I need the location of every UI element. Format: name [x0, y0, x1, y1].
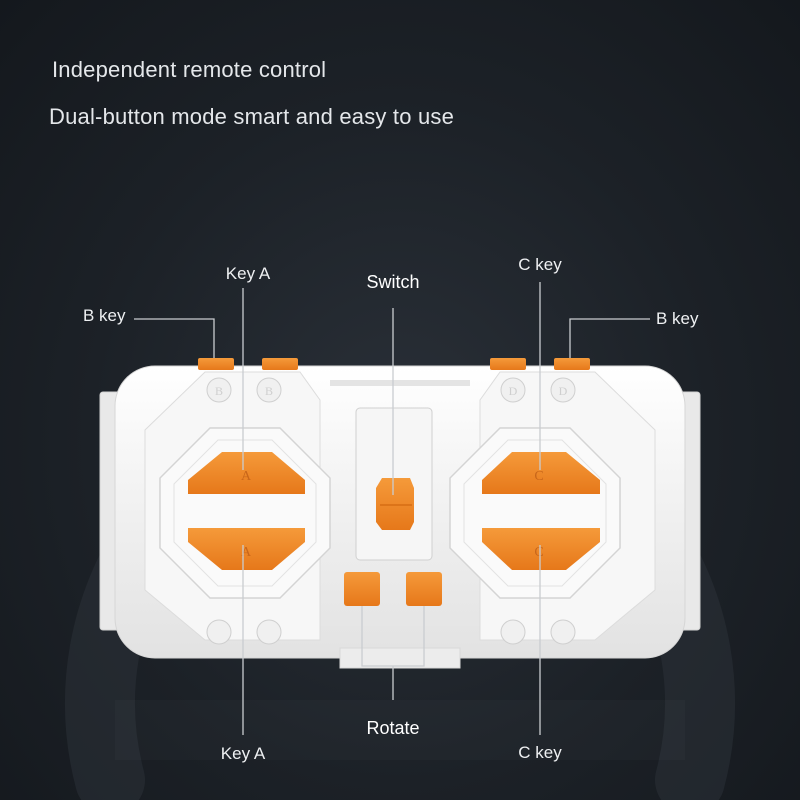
label-key-a-top: Key A: [225, 264, 271, 283]
key-a-down-button: [188, 528, 305, 570]
label-b-key-left: B key: [83, 306, 126, 325]
key-c-down-button: [482, 528, 600, 570]
rotate-left-button: [344, 572, 380, 606]
key-a-up-button: [188, 452, 305, 494]
switch-lever: [376, 478, 414, 530]
headline-dual-button: Dual-button mode smart and easy to use: [49, 104, 455, 129]
label-c-key-bottom: C key: [518, 743, 562, 762]
rotate-right-button: [406, 572, 442, 606]
key-c-up-button: [482, 452, 600, 494]
letter-b-2: B: [265, 384, 273, 398]
b-key-left-tab-1: [198, 358, 234, 370]
letter-d-1: D: [509, 384, 518, 398]
label-b-key-right: B key: [656, 309, 699, 328]
letter-c-down: C: [534, 545, 543, 560]
label-key-a-bottom: Key A: [220, 744, 266, 763]
label-rotate: Rotate: [366, 718, 420, 738]
letter-b-1: B: [215, 384, 223, 398]
headline-independent: Independent remote control: [52, 57, 327, 82]
label-c-key-top: C key: [518, 255, 562, 274]
letter-a-down: A: [241, 545, 252, 560]
b-key-right-tab-2: [554, 358, 590, 370]
label-switch: Switch: [366, 272, 420, 292]
b-key-right-tab-1: [490, 358, 526, 370]
letter-a-up: A: [241, 469, 252, 484]
letter-c-up: C: [534, 469, 543, 484]
letter-d-2: D: [559, 384, 568, 398]
b-key-left-tab-2: [262, 358, 298, 370]
